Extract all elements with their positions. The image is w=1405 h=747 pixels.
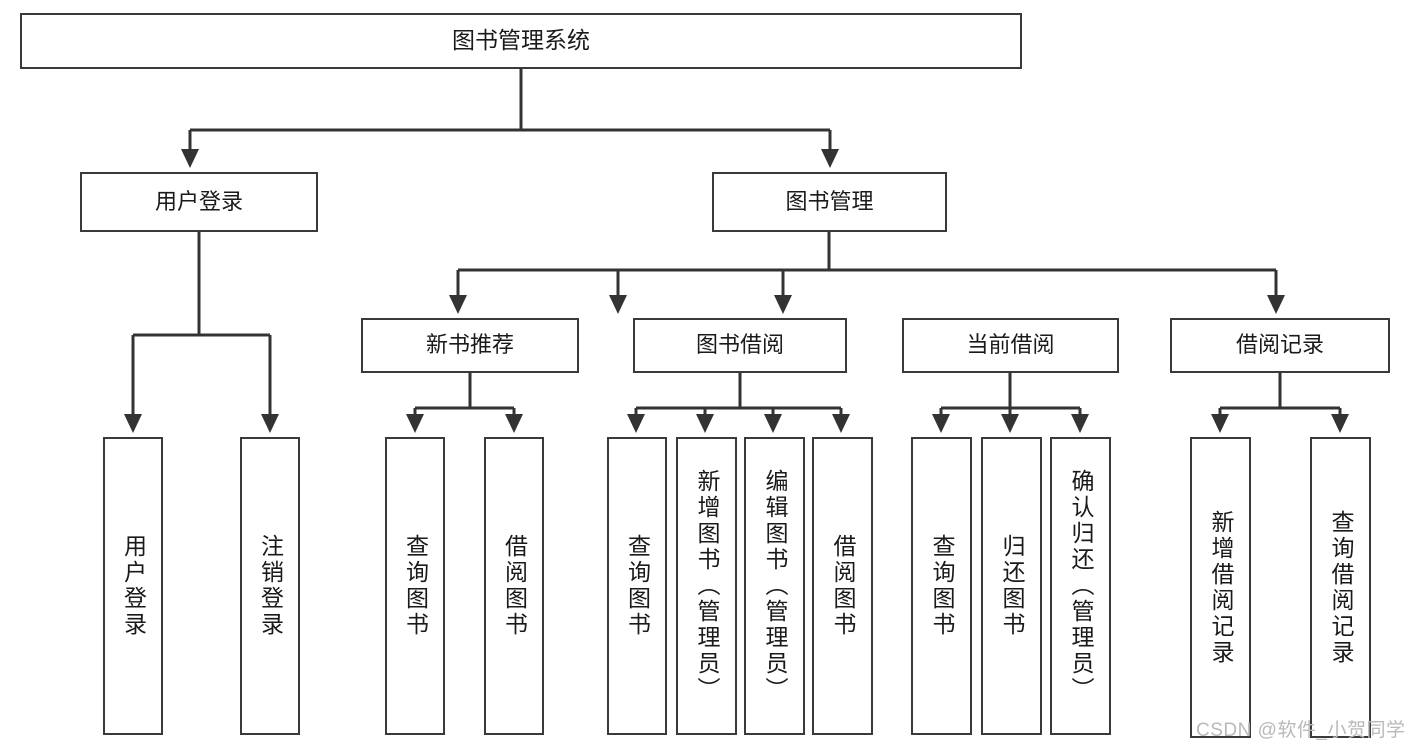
node-label: 查询图书 bbox=[402, 534, 429, 638]
node-leaf-query-book-1[interactable]: 查询图书 bbox=[385, 437, 445, 735]
watermark-label: CSDN @软件_小贺同学 bbox=[1196, 720, 1405, 741]
user-login-bus-arrowhead-1 bbox=[261, 414, 279, 433]
node-leaf-logout[interactable]: 注销登录 bbox=[240, 437, 300, 735]
root-bus-arrowhead-1 bbox=[821, 149, 839, 168]
node-label: 查询图书 bbox=[624, 534, 651, 638]
current-borrow-bus-arrowhead-1 bbox=[1001, 414, 1019, 433]
new-book-bus-arrowhead-1 bbox=[505, 414, 523, 433]
book-borrow-bus-arrowhead-1 bbox=[696, 414, 714, 433]
node-user-login[interactable]: 用户登录 bbox=[80, 172, 318, 232]
node-current-borrow[interactable]: 当前借阅 bbox=[902, 318, 1119, 373]
node-leaf-query-record[interactable]: 查询借阅记录 bbox=[1310, 437, 1371, 738]
node-label: 借阅图书 bbox=[501, 534, 528, 638]
node-label: 确认归还（管理员） bbox=[1068, 469, 1094, 703]
node-label: 图书管理 bbox=[785, 188, 874, 214]
book-borrow-bus-arrowhead-0 bbox=[627, 414, 645, 433]
book-manage-bus-arrowhead-3 bbox=[1267, 295, 1285, 314]
book-borrow-bus-arrowhead-2 bbox=[764, 414, 782, 433]
borrow-record-bus-arrowhead-1 bbox=[1331, 414, 1349, 433]
node-label: 编辑图书（管理员） bbox=[762, 469, 788, 703]
node-leaf-user-login[interactable]: 用户登录 bbox=[103, 437, 163, 735]
node-leaf-query-book-3[interactable]: 查询图书 bbox=[911, 437, 972, 735]
new-book-bus-arrowhead-0 bbox=[406, 414, 424, 433]
node-new-book-recommend[interactable]: 新书推荐 bbox=[361, 318, 579, 373]
node-book-borrow[interactable]: 图书借阅 bbox=[633, 318, 847, 373]
book-manage-bus-arrowhead-2 bbox=[774, 295, 792, 314]
current-borrow-bus-arrowhead-2 bbox=[1071, 414, 1089, 433]
user-login-bus-arrowhead-0 bbox=[124, 414, 142, 433]
current-borrow-bus-arrowhead-0 bbox=[932, 414, 950, 433]
book-manage-bus-arrowhead-0 bbox=[449, 295, 467, 314]
node-label: 借阅图书 bbox=[830, 534, 856, 638]
node-book-manage[interactable]: 图书管理 bbox=[712, 172, 947, 232]
node-root[interactable]: 图书管理系统 bbox=[20, 13, 1022, 69]
node-label: 图书管理系统 bbox=[452, 27, 590, 54]
node-leaf-confirm-return[interactable]: 确认归还（管理员） bbox=[1050, 437, 1111, 735]
node-label: 归还图书 bbox=[999, 534, 1025, 638]
node-leaf-borrow-book-2[interactable]: 借阅图书 bbox=[812, 437, 873, 735]
book-borrow-bus-arrowhead-3 bbox=[832, 414, 850, 433]
node-label: 新书推荐 bbox=[425, 332, 514, 358]
node-label: 新增图书（管理员） bbox=[694, 469, 720, 703]
node-label: 用户登录 bbox=[154, 188, 243, 214]
borrow-record-bus-arrowhead-0 bbox=[1211, 414, 1229, 433]
node-label: 查询借阅记录 bbox=[1328, 509, 1354, 666]
node-leaf-add-record[interactable]: 新增借阅记录 bbox=[1190, 437, 1251, 738]
book-manage-bus-arrowhead-1 bbox=[609, 295, 627, 314]
node-label: 图书借阅 bbox=[695, 332, 784, 358]
root-bus-arrowhead-0 bbox=[181, 149, 199, 168]
node-label: 当前借阅 bbox=[966, 332, 1055, 358]
node-leaf-edit-book[interactable]: 编辑图书（管理员） bbox=[744, 437, 805, 735]
node-leaf-query-book-2[interactable]: 查询图书 bbox=[607, 437, 667, 735]
node-label: 借阅记录 bbox=[1235, 332, 1324, 358]
node-leaf-add-book[interactable]: 新增图书（管理员） bbox=[676, 437, 737, 735]
node-borrow-record[interactable]: 借阅记录 bbox=[1170, 318, 1390, 373]
node-label: 查询图书 bbox=[929, 534, 955, 638]
node-label: 用户登录 bbox=[120, 534, 147, 638]
node-leaf-borrow-book-1[interactable]: 借阅图书 bbox=[484, 437, 544, 735]
node-label: 新增借阅记录 bbox=[1208, 509, 1234, 666]
node-leaf-return-book[interactable]: 归还图书 bbox=[981, 437, 1042, 735]
node-label: 注销登录 bbox=[257, 534, 284, 638]
